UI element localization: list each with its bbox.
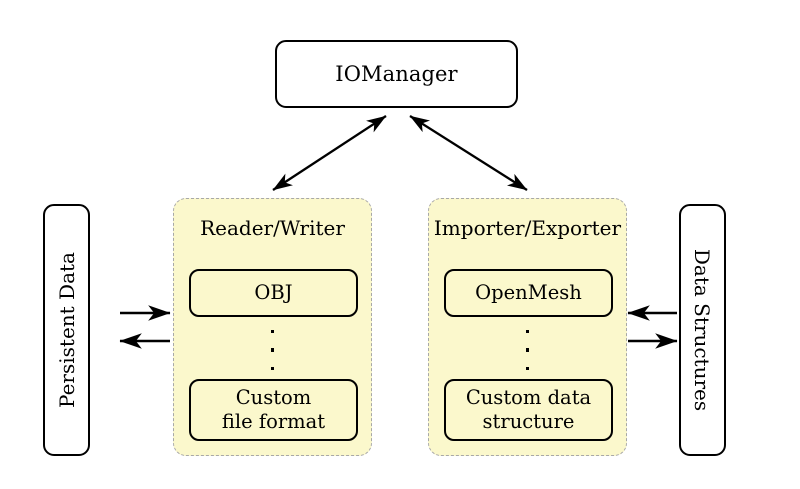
iomanager-node[interactable]: IOManager — [275, 40, 518, 108]
importer-exporter-ellipsis-icon — [429, 330, 626, 370]
importer-exporter-item-openmesh[interactable]: OpenMesh — [444, 269, 613, 317]
arrow-manager-reader-writer — [272, 115, 387, 191]
reader-writer-ellipsis-icon — [174, 330, 371, 370]
data-structures-label: Data Structures — [690, 248, 715, 412]
persistent-data-node[interactable]: Persistent Data — [43, 204, 90, 456]
importer-exporter-title: Importer/Exporter — [433, 216, 622, 240]
reader-writer-item-obj-label: OBJ — [254, 281, 293, 305]
arrow-manager-importer-exporter — [409, 115, 528, 191]
importer-exporter-item-openmesh-label: OpenMesh — [475, 281, 582, 305]
reader-writer-title: Reader/Writer — [200, 216, 345, 240]
iomanager-label: IOManager — [335, 61, 458, 86]
persistent-data-label: Persistent Data — [54, 252, 79, 408]
reader-writer-item-obj[interactable]: OBJ — [189, 269, 358, 317]
data-structures-node[interactable]: Data Structures — [679, 204, 726, 456]
